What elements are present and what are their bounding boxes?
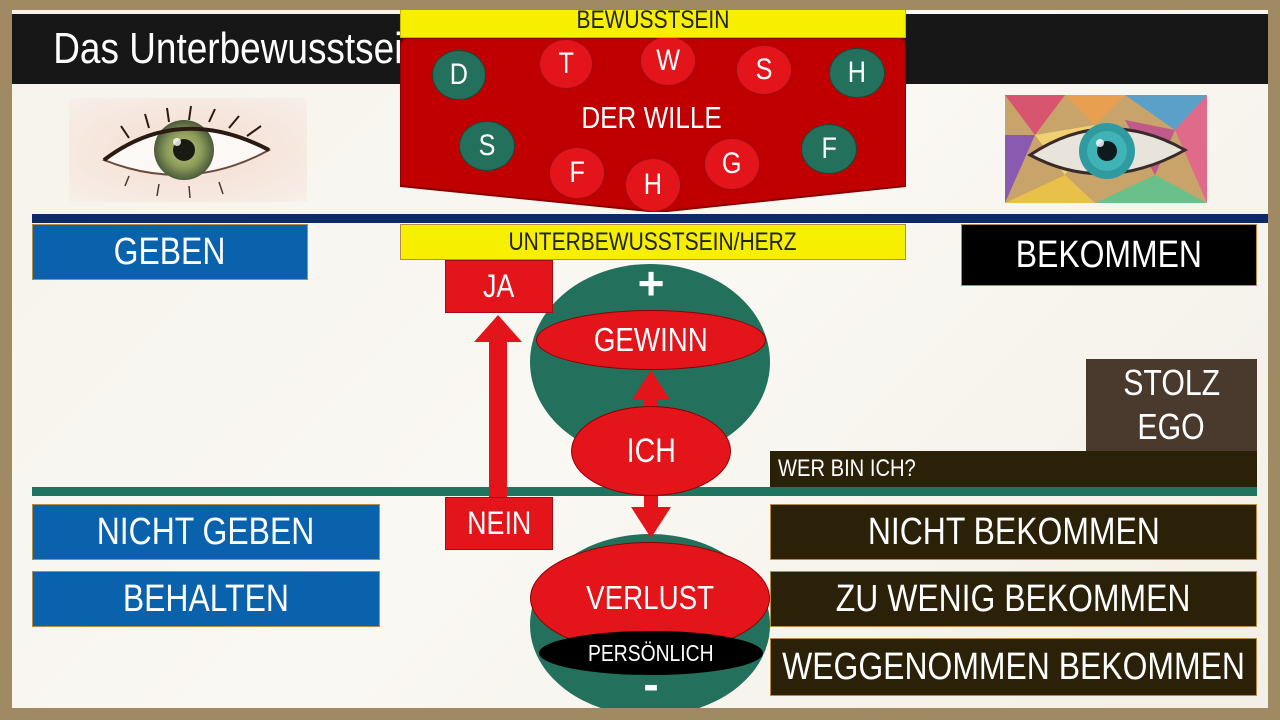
letter-circle-f-left: F xyxy=(549,147,605,199)
letter-circle-g: G xyxy=(704,138,760,190)
zu-wenig-bekommen-band: ZU WENIG BEKOMMEN xyxy=(770,571,1257,627)
weggenommen-bekommen-band: WEGGENOMMEN BEKOMMEN xyxy=(770,638,1257,696)
gewinn-ellipse: GEWINN xyxy=(536,310,766,370)
weggenommen-bekommen-label: WEGGENOMMEN BEKOMMEN xyxy=(782,645,1245,688)
letter-circle-d: D xyxy=(432,50,486,100)
wer-bin-ich-band: WER BIN ICH? xyxy=(770,451,1257,487)
page-title-text: Das Unterbewusstsein xyxy=(53,24,423,73)
ich-ellipse: ICH xyxy=(571,406,731,496)
geben-band: GEBEN xyxy=(32,224,308,280)
eye-icon xyxy=(69,98,307,202)
nicht-bekommen-label: NICHT BEKOMMEN xyxy=(867,510,1160,553)
letter-circle-s-bottom: S xyxy=(459,121,515,171)
unterbewusstsein-label: UNTERBEWUSSTSEIN/HERZ xyxy=(508,227,798,256)
nicht-bekommen-band: NICHT BEKOMMEN xyxy=(770,504,1257,560)
eye-image-left xyxy=(69,98,307,202)
bewusstsein-label: BEWUSSTSEIN xyxy=(576,10,730,34)
ja-box: JA xyxy=(445,260,553,313)
behalten-label: BEHALTEN xyxy=(122,577,290,620)
slide: Das Unterbewusstsein xyxy=(12,10,1268,708)
letter-circle-s-top: S xyxy=(736,45,792,95)
der-wille-label: DER WILLE xyxy=(581,100,723,135)
geben-label: GEBEN xyxy=(114,230,226,273)
nein-box: NEIN xyxy=(445,497,553,550)
ego-label: EGO xyxy=(1137,406,1206,447)
letter-circle-f-right: F xyxy=(801,124,857,174)
plus-sign: + xyxy=(637,257,665,309)
letter-circle-t: T xyxy=(539,39,593,89)
stolz-ego-box: STOLZ EGO xyxy=(1086,359,1257,451)
stolz-label: STOLZ xyxy=(1123,362,1220,403)
page-title: Das Unterbewusstsein xyxy=(18,14,458,84)
wer-bin-ich-label: WER BIN ICH? xyxy=(778,455,916,482)
letter-circle-h-top: H xyxy=(829,48,885,98)
arrows-layer xyxy=(474,315,671,538)
zu-wenig-bekommen-label: ZU WENIG BEKOMMEN xyxy=(836,577,1191,620)
letter-circle-h-bottom: H xyxy=(625,158,681,212)
bekommen-band: BEKOMMEN xyxy=(961,224,1257,286)
mosaic-eye-image-right xyxy=(1005,95,1207,203)
letter-circle-w: W xyxy=(640,36,696,86)
persoenlich-ellipse: PERSÖNLICH xyxy=(539,631,763,675)
nicht-geben-band: NICHT GEBEN xyxy=(32,504,380,560)
eye-icon-colorful xyxy=(1005,95,1207,203)
bewusstsein-band: BEWUSSTSEIN xyxy=(400,10,906,38)
up-arrow-nein-to-ja xyxy=(474,315,522,506)
nicht-geben-label: NICHT GEBEN xyxy=(97,510,315,553)
unterbewusstsein-band: UNTERBEWUSSTSEIN/HERZ xyxy=(400,224,906,260)
navy-divider-line xyxy=(32,214,1268,223)
behalten-band: BEHALTEN xyxy=(32,571,380,627)
bekommen-label: BEKOMMEN xyxy=(1015,233,1203,276)
